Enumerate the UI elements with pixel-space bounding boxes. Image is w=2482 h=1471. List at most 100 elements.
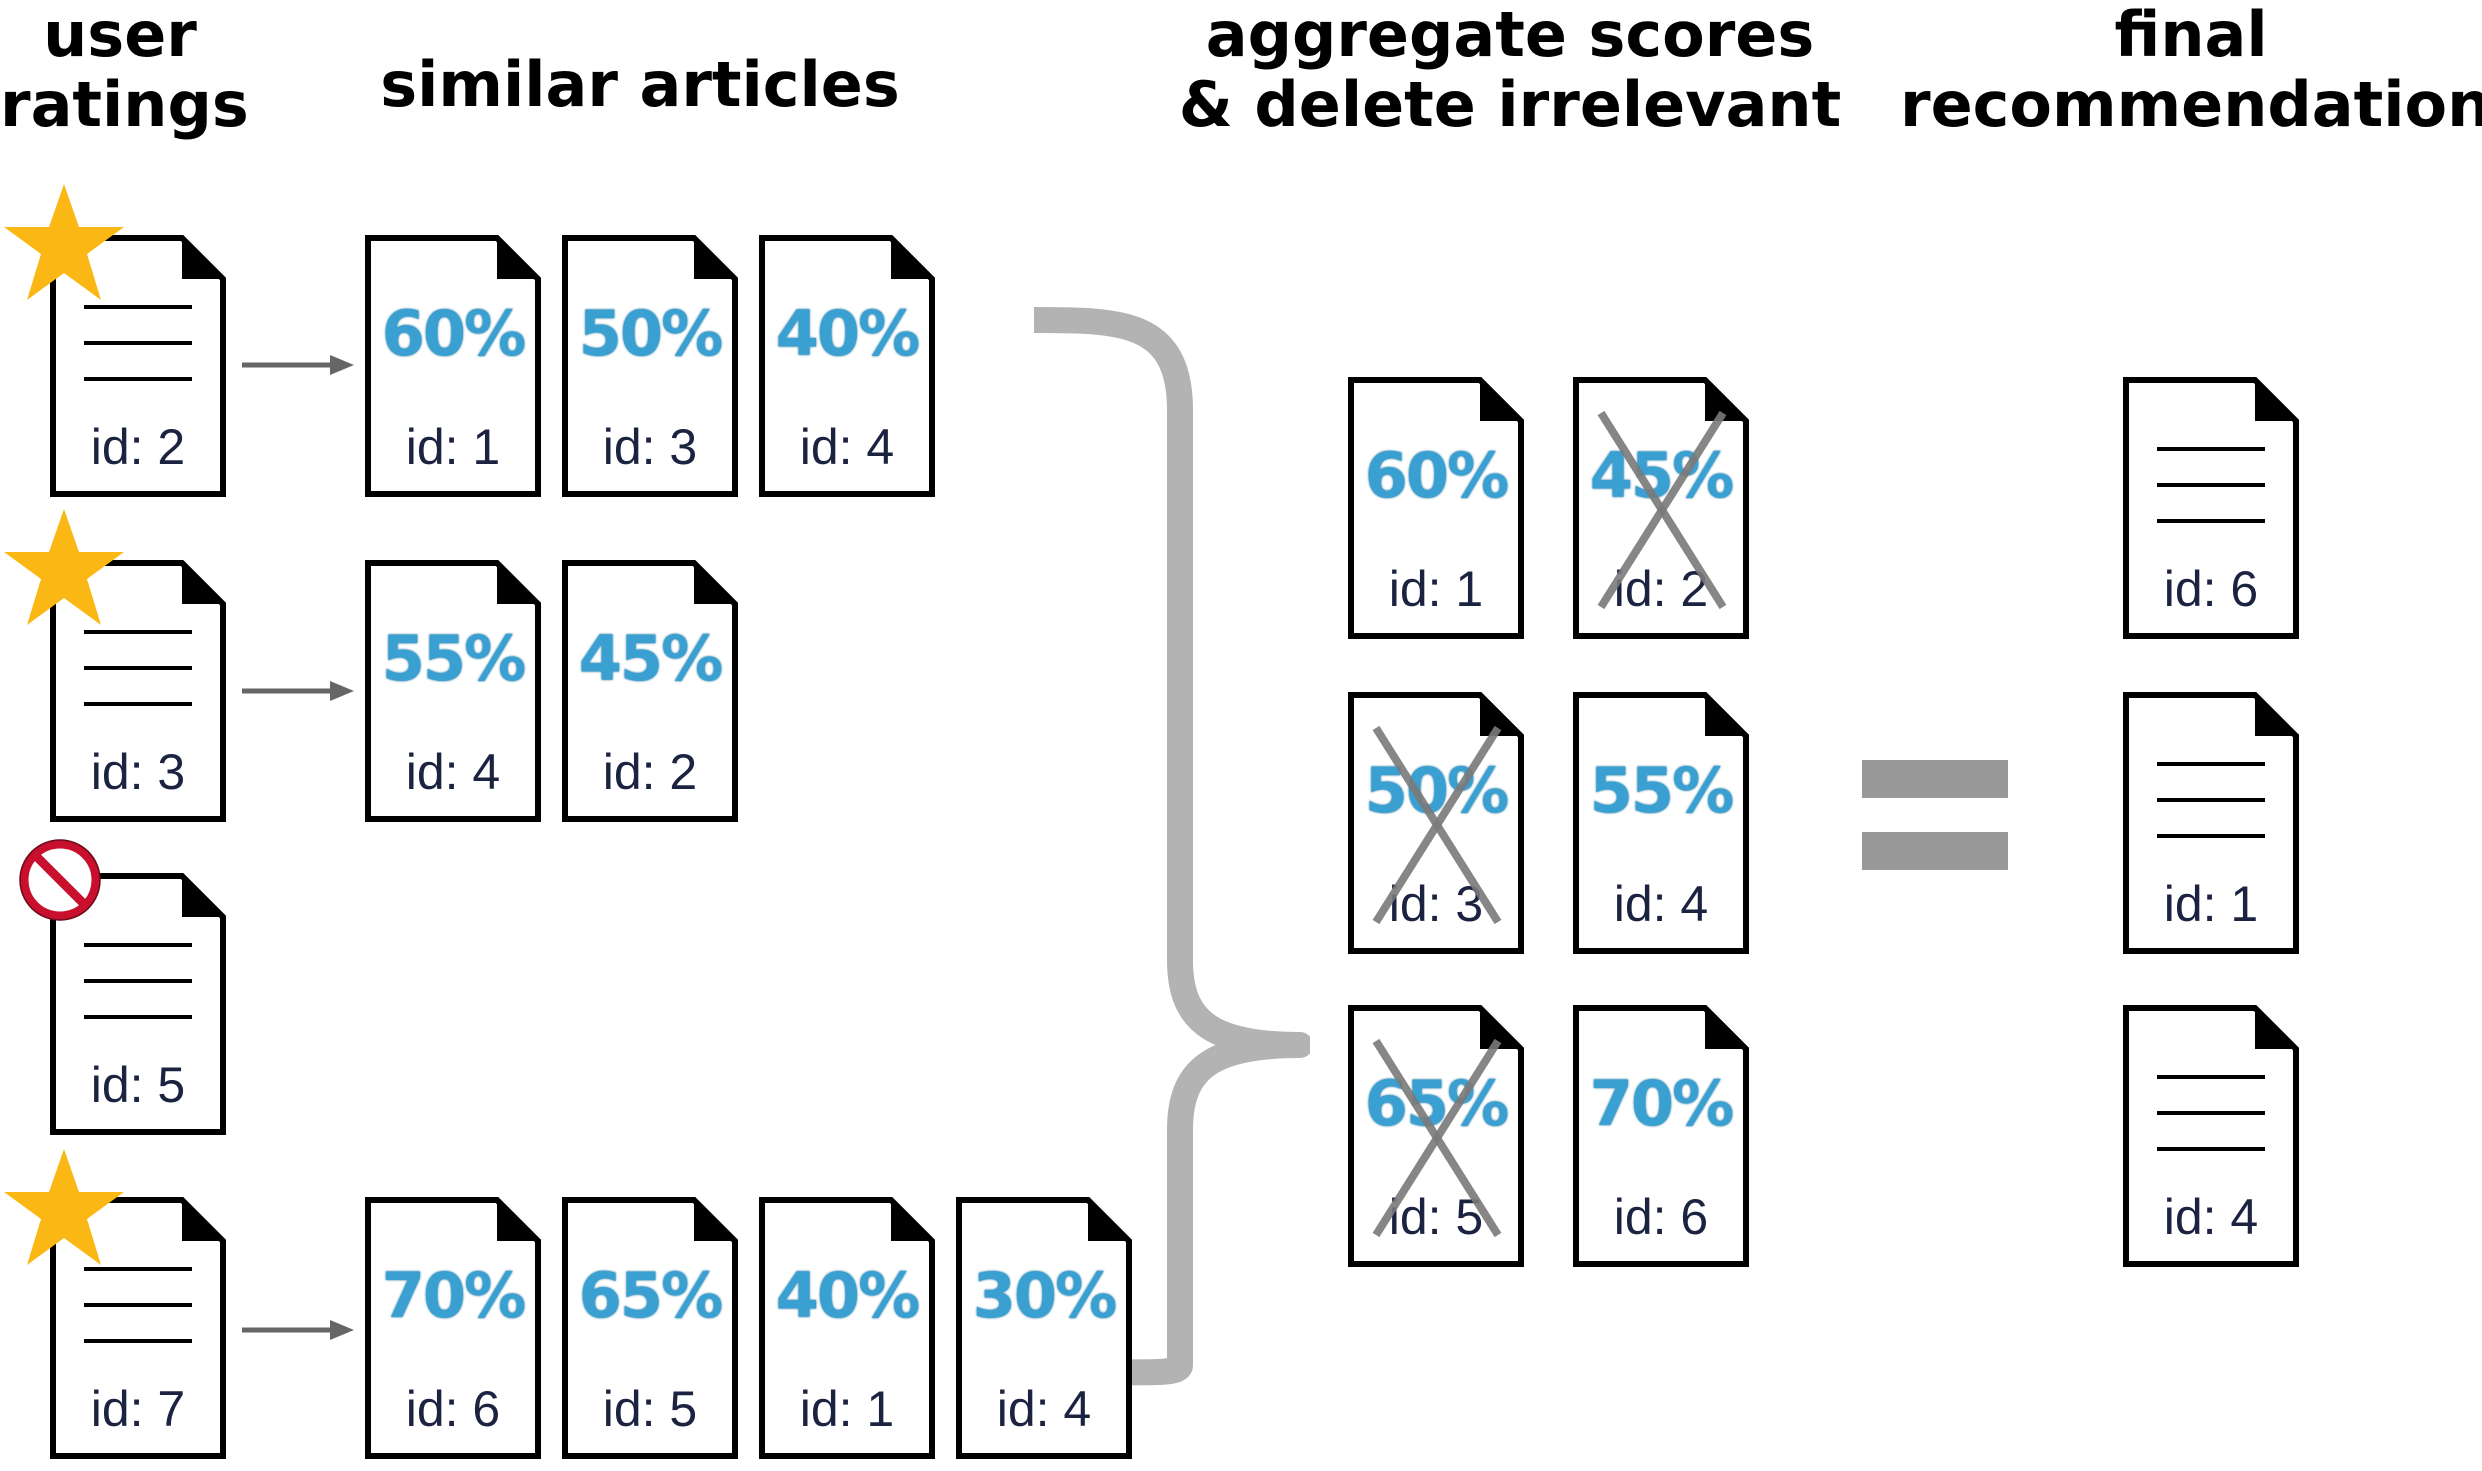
article-id: id: 3 (90, 744, 186, 800)
aggregated-article-doc[interactable]: 45% id: 2 (1573, 377, 1749, 639)
rated-article-doc[interactable]: id: 5 (50, 873, 226, 1135)
final-recommendation-doc[interactable]: id: 1 (2123, 692, 2299, 954)
document-lines-icon (50, 1197, 226, 1459)
article-id: id: 1 (1388, 561, 1484, 617)
similar-article-doc[interactable]: 40% id: 4 (759, 235, 935, 497)
document-icon (1573, 692, 1749, 954)
aggregated-article-doc[interactable]: 50% id: 3 (1348, 692, 1524, 954)
header-user-ratings-line1: user (43, 0, 197, 71)
similar-article-doc[interactable]: 55% id: 4 (365, 560, 541, 822)
article-id: id: 1 (799, 1381, 895, 1437)
arrow-right-icon (242, 1320, 354, 1340)
article-id: id: 1 (2163, 876, 2259, 932)
document-lines-icon (2123, 377, 2299, 639)
final-recommendation-doc[interactable]: id: 6 (2123, 377, 2299, 639)
bracket-icon (1033, 307, 1310, 1386)
similarity-score: 70% (381, 1259, 526, 1332)
delete-cross-icon (1372, 1038, 1502, 1238)
document-icon (365, 560, 541, 822)
article-id: id: 5 (1388, 1189, 1484, 1245)
header-user-ratings: user ratings (0, 0, 249, 141)
document-icon (759, 1197, 935, 1459)
similarity-score: 40% (775, 1259, 920, 1332)
document-lines-icon (2123, 1005, 2299, 1267)
article-id: id: 4 (799, 419, 895, 475)
document-icon (759, 235, 935, 497)
article-id: id: 4 (405, 744, 501, 800)
aggregated-score: 45% (1589, 439, 1734, 512)
article-id: id: 1 (405, 419, 501, 475)
similar-article-doc[interactable]: 40% id: 1 (759, 1197, 935, 1459)
delete-cross-icon (1372, 725, 1502, 925)
delete-cross-icon (1597, 410, 1727, 610)
similar-article-doc[interactable]: 60% id: 1 (365, 235, 541, 497)
prohibited-icon (19, 839, 101, 921)
aggregated-article-doc[interactable]: 60% id: 1 (1348, 377, 1524, 639)
article-id: id: 3 (602, 419, 698, 475)
document-lines-icon (2123, 692, 2299, 954)
final-recommendation-doc[interactable]: id: 4 (2123, 1005, 2299, 1267)
article-id: id: 3 (1388, 876, 1484, 932)
article-id: id: 5 (602, 1381, 698, 1437)
similarity-score: 30% (972, 1259, 1117, 1332)
aggregated-score: 60% (1364, 439, 1509, 512)
header-final-line2: recommendation (1900, 68, 2482, 141)
article-id: id: 6 (405, 1381, 501, 1437)
article-id: id: 4 (2163, 1189, 2259, 1245)
similarity-score: 65% (578, 1259, 723, 1332)
document-lines-icon (50, 560, 226, 822)
rated-article-doc[interactable]: id: 2 (50, 235, 226, 497)
similar-article-doc[interactable]: 70% id: 6 (365, 1197, 541, 1459)
document-icon (562, 560, 738, 822)
article-id: id: 6 (2163, 561, 2259, 617)
document-icon (562, 1197, 738, 1459)
document-icon (1573, 1005, 1749, 1267)
header-final-line1: final (2114, 0, 2268, 71)
header-aggregate-scores: aggregate scores & delete irrelevant (1170, 0, 1850, 140)
header-similar-articles: similar articles (380, 48, 900, 121)
equals-icon (1862, 760, 2008, 870)
aggregated-article-doc[interactable]: 70% id: 6 (1573, 1005, 1749, 1267)
aggregated-score: 70% (1589, 1067, 1734, 1140)
article-id: id: 5 (90, 1057, 186, 1113)
aggregated-score: 50% (1364, 754, 1509, 827)
similar-article-doc[interactable]: 65% id: 5 (562, 1197, 738, 1459)
document-lines-icon (50, 235, 226, 497)
rated-article-doc[interactable]: id: 7 (50, 1197, 226, 1459)
header-user-ratings-line2: ratings (0, 68, 249, 141)
document-icon (365, 235, 541, 497)
arrow-right-icon (242, 355, 354, 375)
rated-article-doc[interactable]: id: 3 (50, 560, 226, 822)
aggregated-article-doc[interactable]: 65% id: 5 (1348, 1005, 1524, 1267)
header-aggregate-line1: aggregate scores (1205, 0, 1815, 71)
document-icon (1348, 377, 1524, 639)
aggregated-article-doc[interactable]: 55% id: 4 (1573, 692, 1749, 954)
arrow-right-icon (242, 681, 354, 701)
star-icon (4, 184, 124, 300)
document-icon (956, 1197, 1132, 1459)
similarity-score: 45% (578, 622, 723, 695)
similarity-score: 50% (578, 297, 723, 370)
similarity-score: 40% (775, 297, 920, 370)
article-id: id: 2 (602, 744, 698, 800)
document-icon (365, 1197, 541, 1459)
document-icon (562, 235, 738, 497)
star-icon (4, 1149, 124, 1265)
article-id: id: 4 (1613, 876, 1709, 932)
header-aggregate-line2: & delete irrelevant (1178, 68, 1842, 141)
similar-article-doc[interactable]: 50% id: 3 (562, 235, 738, 497)
star-icon (4, 509, 124, 625)
article-id: id: 2 (1613, 561, 1709, 617)
similarity-score: 60% (381, 297, 526, 370)
similar-article-doc[interactable]: 30% id: 4 (956, 1197, 1132, 1459)
similarity-score: 55% (381, 622, 526, 695)
header-final-recommendation: final recommendation (1900, 0, 2482, 140)
aggregated-score: 65% (1364, 1067, 1509, 1140)
document-lines-icon (50, 873, 226, 1135)
article-id: id: 2 (90, 419, 186, 475)
article-id: id: 4 (996, 1381, 1092, 1437)
aggregated-score: 55% (1589, 754, 1734, 827)
similar-article-doc[interactable]: 45% id: 2 (562, 560, 738, 822)
article-id: id: 7 (90, 1381, 186, 1437)
